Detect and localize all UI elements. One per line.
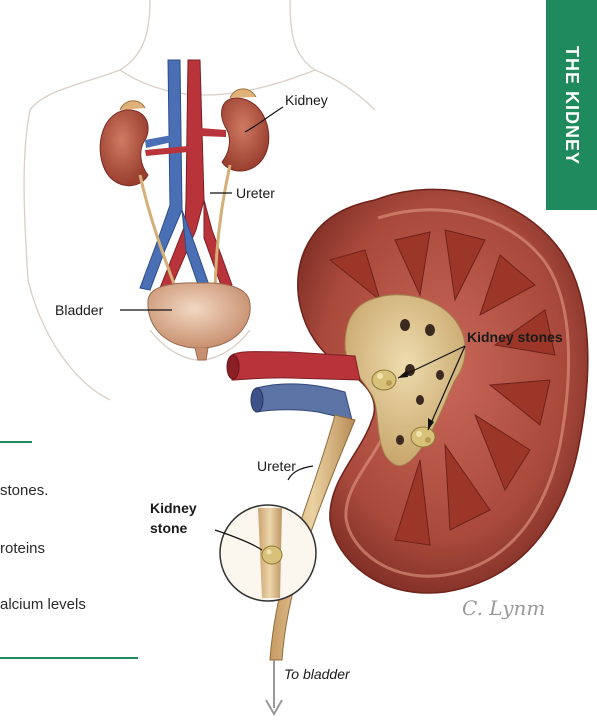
magnifier-circle — [220, 505, 316, 601]
sidebar-fragment-2: roteins — [0, 540, 45, 557]
upper-right-kidney — [222, 98, 269, 171]
kidney-stone-lower — [411, 427, 435, 447]
section-tab-title: THE KIDNEY — [561, 45, 582, 164]
sidebar-fragment-3: alcium levels — [0, 596, 86, 613]
label-to-bladder: To bladder — [284, 666, 350, 682]
kidney-stone-upper — [372, 370, 396, 390]
label-kidney-stone-line1: Kidney — [150, 500, 197, 516]
bladder-shape — [148, 283, 250, 360]
label-kidney-stone-line2: stone — [150, 520, 187, 536]
sidebar-bottom-rule — [0, 657, 138, 659]
renal-vessels — [227, 352, 360, 420]
label-kidney-stones: Kidney stones — [467, 329, 563, 345]
artist-signature: C. Lynm — [462, 596, 545, 620]
label-bladder: Bladder — [55, 302, 103, 318]
upper-left-kidney — [100, 110, 148, 186]
label-ureter-bottom: Ureter — [257, 458, 296, 474]
sidebar-top-rule — [0, 441, 32, 443]
section-tab: THE KIDNEY — [546, 0, 597, 210]
label-ureter-top: Ureter — [236, 185, 275, 201]
sidebar-fragment-1: stones. — [0, 482, 48, 499]
to-bladder-arrow — [266, 660, 282, 714]
label-kidney: Kidney — [285, 92, 328, 108]
